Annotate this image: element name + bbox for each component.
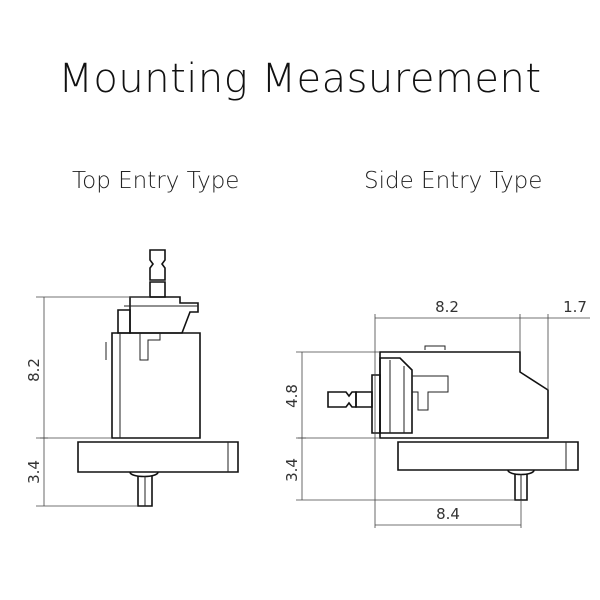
side-flange-width-dim: 8.4 [436, 505, 460, 523]
top-entry-drawing [36, 249, 239, 507]
top-body-height-dim: 8.2 [25, 358, 43, 382]
page-title: Mounting Measurement [58, 56, 542, 102]
side-body-width-dim: 8.2 [435, 298, 459, 316]
top-flange-height-dim: 3.4 [25, 460, 43, 484]
side-entry-label: Side Entry Type [364, 168, 543, 194]
side-tip-width-dim: 1.7 [563, 298, 587, 316]
side-entry-drawing [296, 314, 590, 528]
side-flange-height-dim: 3.4 [283, 458, 301, 482]
side-body-height-dim: 4.8 [283, 384, 301, 408]
top-entry-label: Top Entry Type [72, 168, 240, 194]
